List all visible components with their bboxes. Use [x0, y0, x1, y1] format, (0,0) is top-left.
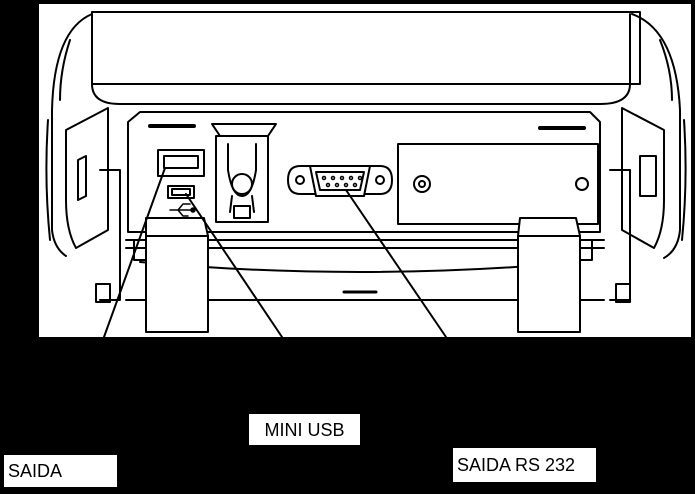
right-side-grip	[609, 107, 665, 303]
usb-icon	[169, 203, 196, 217]
right-foot	[517, 217, 593, 333]
left-side-grip	[65, 107, 121, 303]
usb-port	[157, 149, 205, 177]
leader-line-mini-usb	[185, 193, 283, 338]
device-housing-top	[45, 11, 687, 259]
label-saida-rs232: SAIDA RS 232	[453, 448, 596, 482]
rs232-connector	[287, 165, 393, 197]
mini-usb-port	[167, 185, 195, 199]
left-foot	[133, 217, 209, 333]
leader-lines	[103, 167, 447, 338]
power-connector	[211, 123, 277, 223]
leader-line-rs232	[345, 189, 447, 338]
leader-line-saida	[103, 167, 166, 338]
cover-plate	[397, 143, 599, 225]
label-saida: SAIDA	[4, 455, 117, 487]
label-mini-usb: MINI USB	[249, 414, 360, 445]
